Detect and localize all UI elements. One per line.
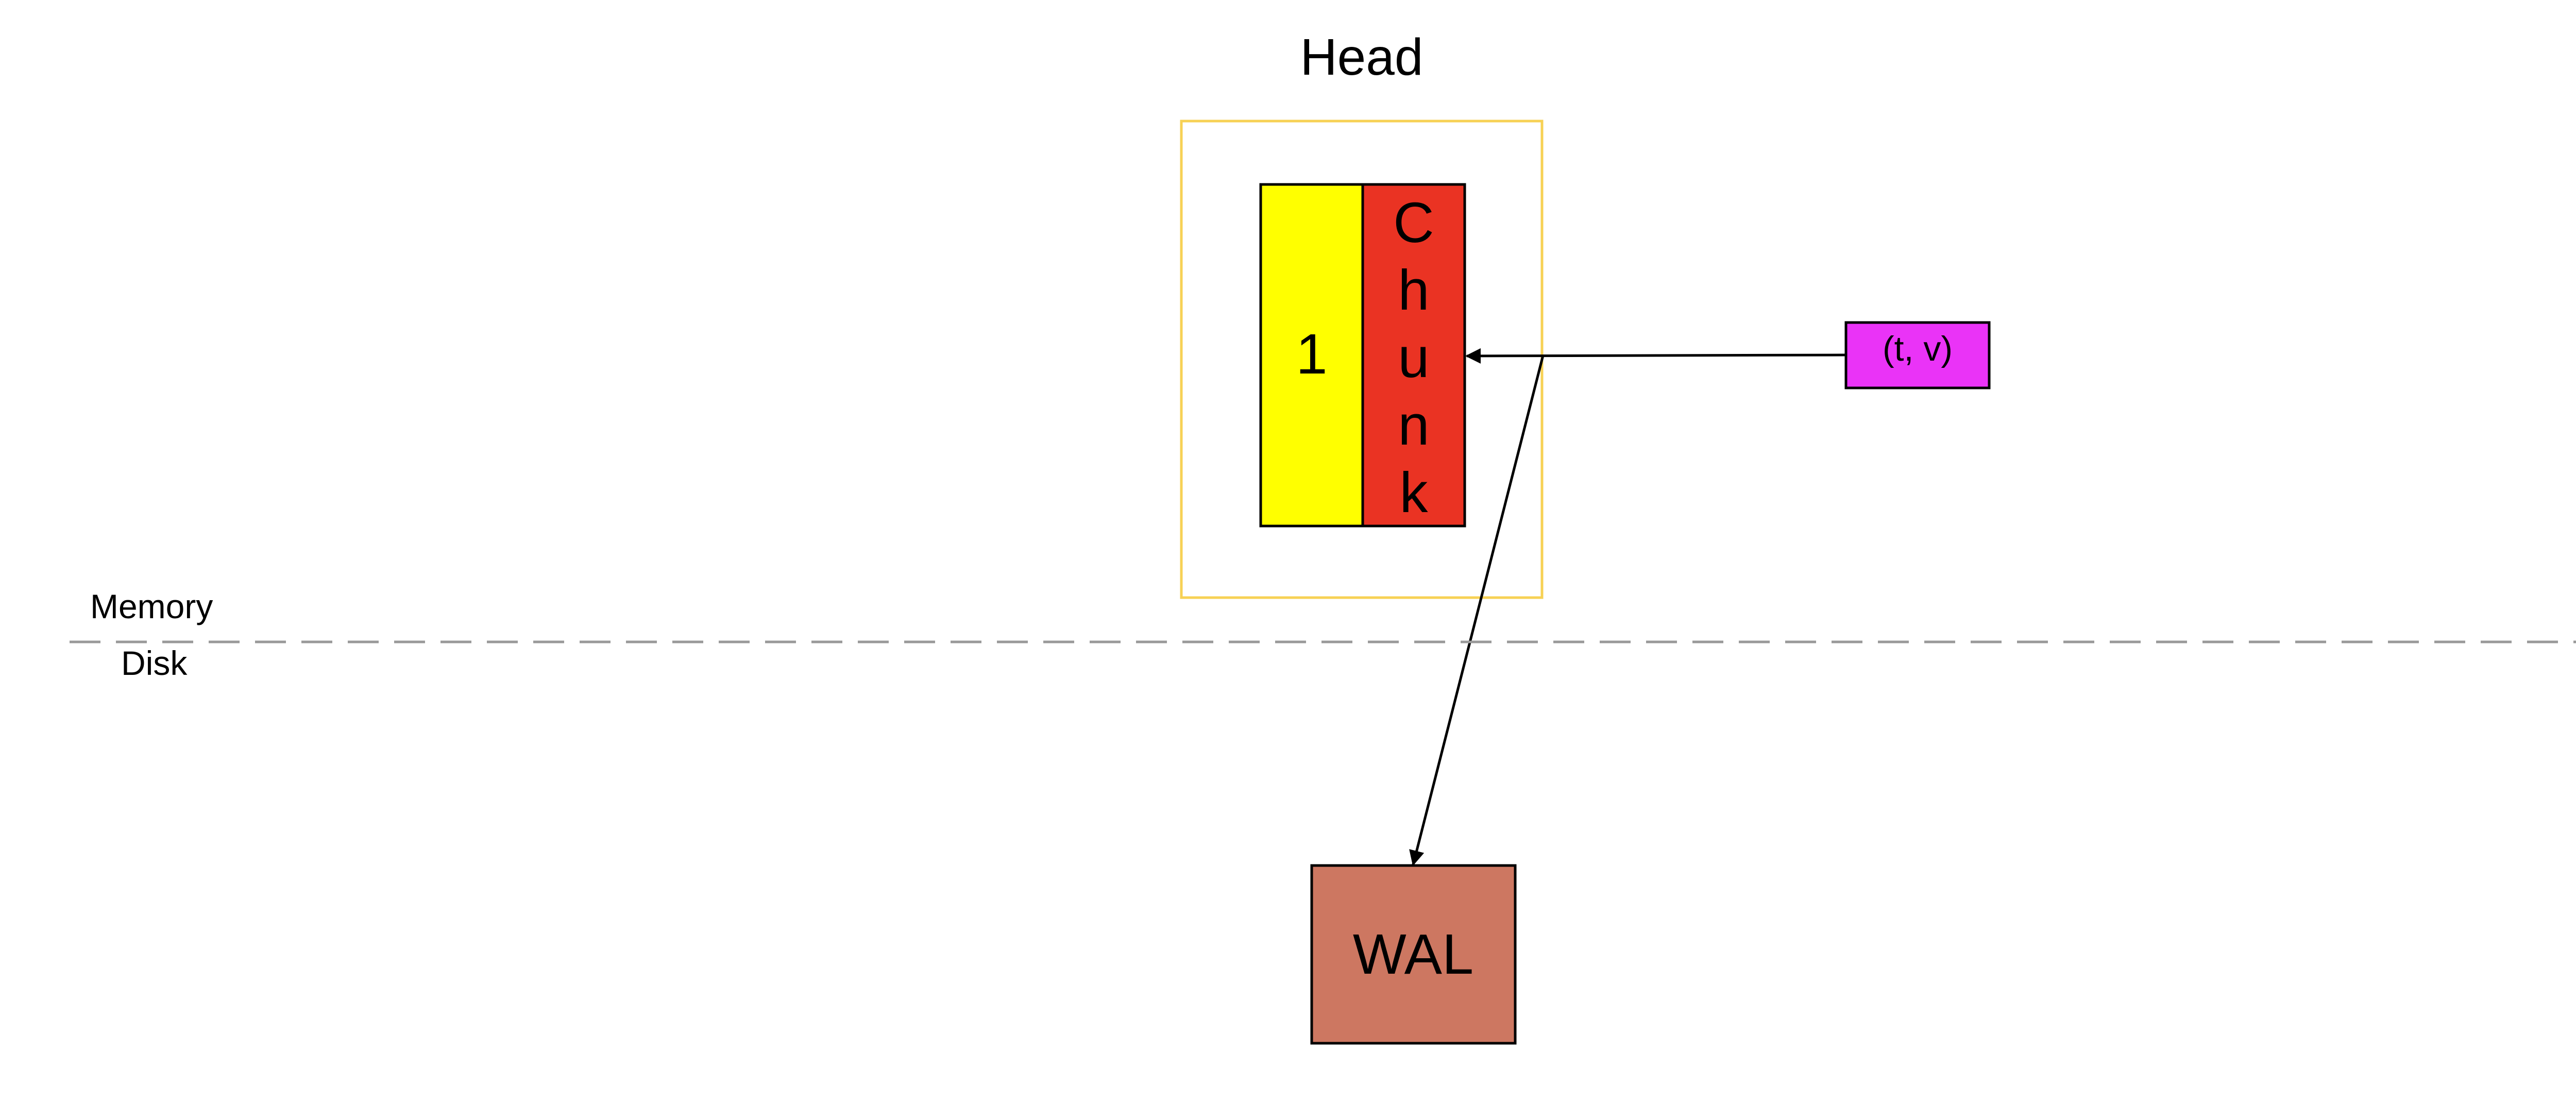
disk-label: Disk <box>121 644 188 682</box>
series-label: 1 <box>1296 323 1327 386</box>
chunk-block <box>1361 183 1466 528</box>
chunk-label-letter: h <box>1398 259 1429 322</box>
series-block <box>1259 183 1364 528</box>
wal-arrow <box>1409 355 1545 866</box>
append-arrow <box>1465 348 1846 364</box>
chunk-label-letter: u <box>1398 326 1429 389</box>
sample-label: (t, v) <box>1883 329 1953 368</box>
head-label: Head <box>1300 28 1423 86</box>
chunk-label-letter: n <box>1398 394 1429 457</box>
sample-box <box>1844 321 1991 389</box>
chunk-label-letter: k <box>1400 461 1429 524</box>
wal-label: WAL <box>1353 923 1473 986</box>
wal-box <box>1310 864 1517 1045</box>
chunk-label-letter: C <box>1393 191 1434 254</box>
memory-label: Memory <box>90 587 213 625</box>
